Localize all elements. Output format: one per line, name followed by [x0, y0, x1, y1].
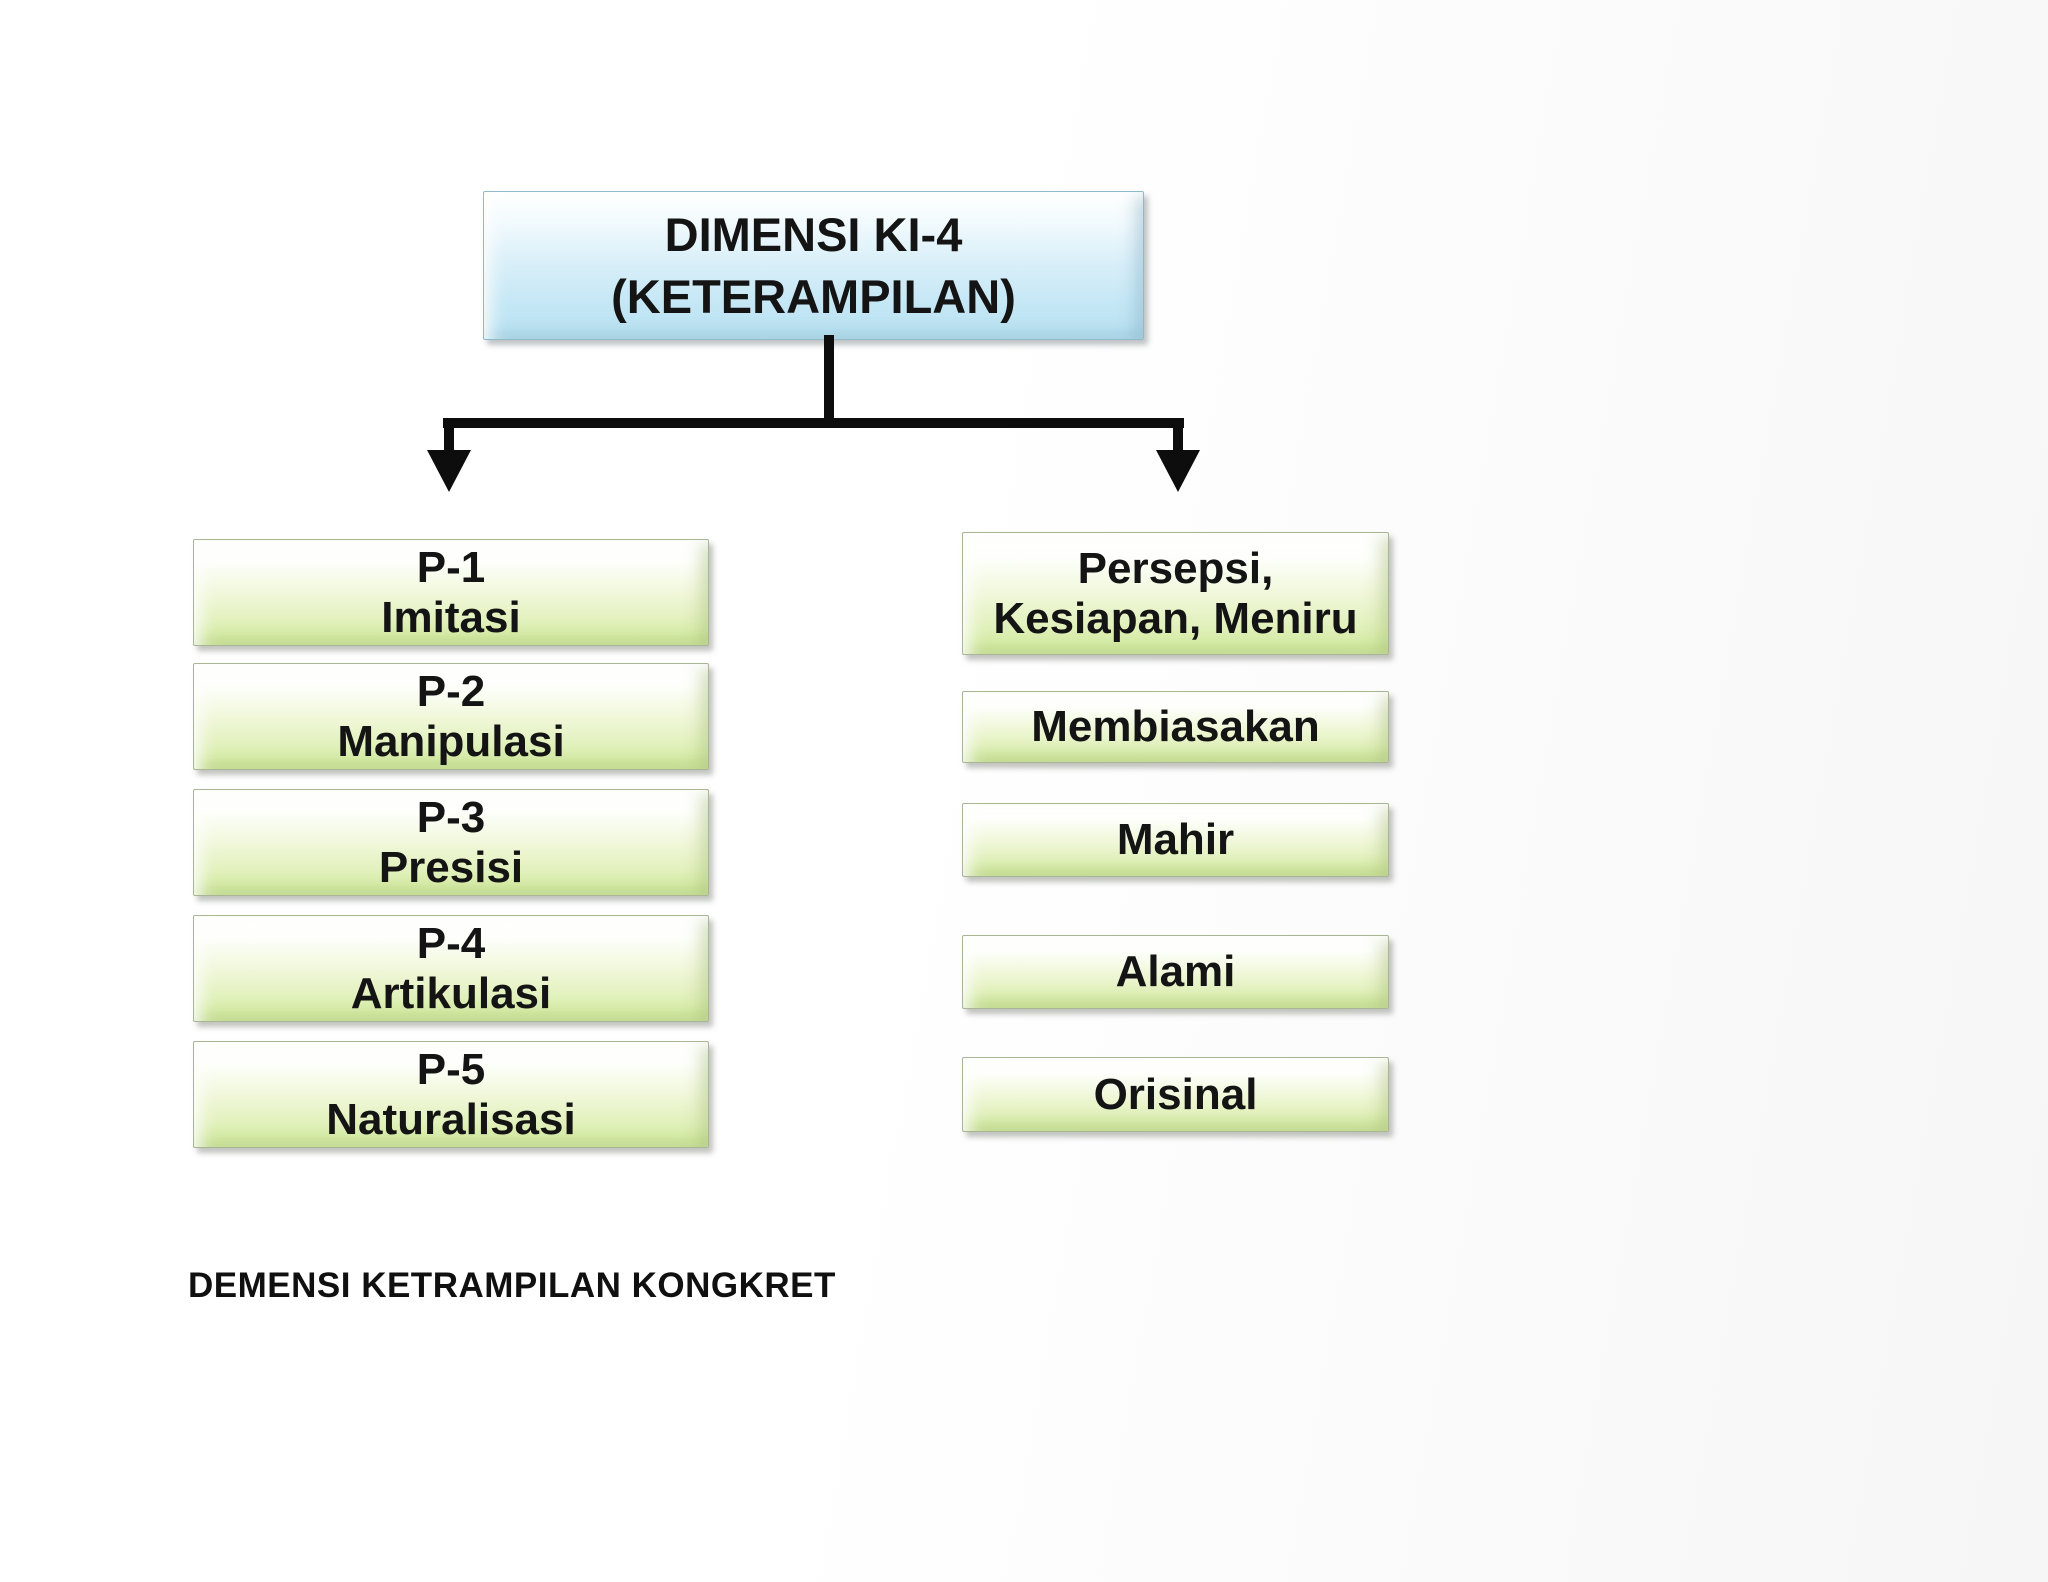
node-label-line1: Membiasakan: [1031, 702, 1320, 752]
node-label-line1: Orisinal: [1093, 1069, 1258, 1119]
root-title-line1: DIMENSI KI-4: [664, 208, 963, 262]
node-orisinal: Orisinal: [962, 1057, 1389, 1132]
node-p3-presisi: P-3 Presisi: [193, 789, 709, 896]
connector-stem: [824, 335, 834, 423]
arrow-down-left-icon: [427, 450, 471, 492]
node-label-line1: Persepsi,: [1077, 543, 1274, 593]
node-label-line1: P-4: [416, 918, 486, 968]
node-label-line1: Alami: [1115, 947, 1236, 997]
connector-horizontal-bar: [443, 418, 1184, 428]
node-label-line1: P-1: [416, 542, 486, 592]
node-p2-manipulasi: P-2 Manipulasi: [193, 663, 709, 770]
node-alami: Alami: [962, 935, 1389, 1009]
node-p5-naturalisasi: P-5 Naturalisasi: [193, 1041, 709, 1148]
arrow-down-right-icon: [1156, 450, 1200, 492]
node-label-line2: Artikulasi: [350, 968, 552, 1018]
root-title-line2: (KETERAMPILAN): [611, 269, 1016, 323]
node-label-line2: Kesiapan, Meniru: [993, 593, 1358, 643]
node-label-line1: P-3: [416, 792, 486, 842]
node-mahir: Mahir: [962, 803, 1389, 877]
node-label-line2: Imitasi: [381, 592, 521, 642]
node-p1-imitasi: P-1 Imitasi: [193, 539, 709, 646]
connector-left-drop: [444, 418, 454, 456]
node-dimensi-ki4: DIMENSI KI-4 (KETERAMPILAN): [483, 191, 1144, 340]
node-p4-artikulasi: P-4 Artikulasi: [193, 915, 709, 1022]
node-label-line2: Manipulasi: [337, 716, 565, 766]
node-persepsi-kesiapan-meniru: Persepsi, Kesiapan, Meniru: [962, 532, 1389, 655]
caption-text: DEMENSI KETRAMPILAN KONGKRET: [188, 1266, 836, 1305]
node-label-line2: Naturalisasi: [326, 1094, 576, 1144]
connector-right-drop: [1173, 418, 1183, 456]
node-label-line1: P-2: [416, 666, 486, 716]
node-membiasakan: Membiasakan: [962, 691, 1389, 763]
node-label-line1: Mahir: [1116, 815, 1235, 865]
node-label-line1: P-5: [416, 1044, 486, 1094]
node-label-line2: Presisi: [378, 842, 524, 892]
